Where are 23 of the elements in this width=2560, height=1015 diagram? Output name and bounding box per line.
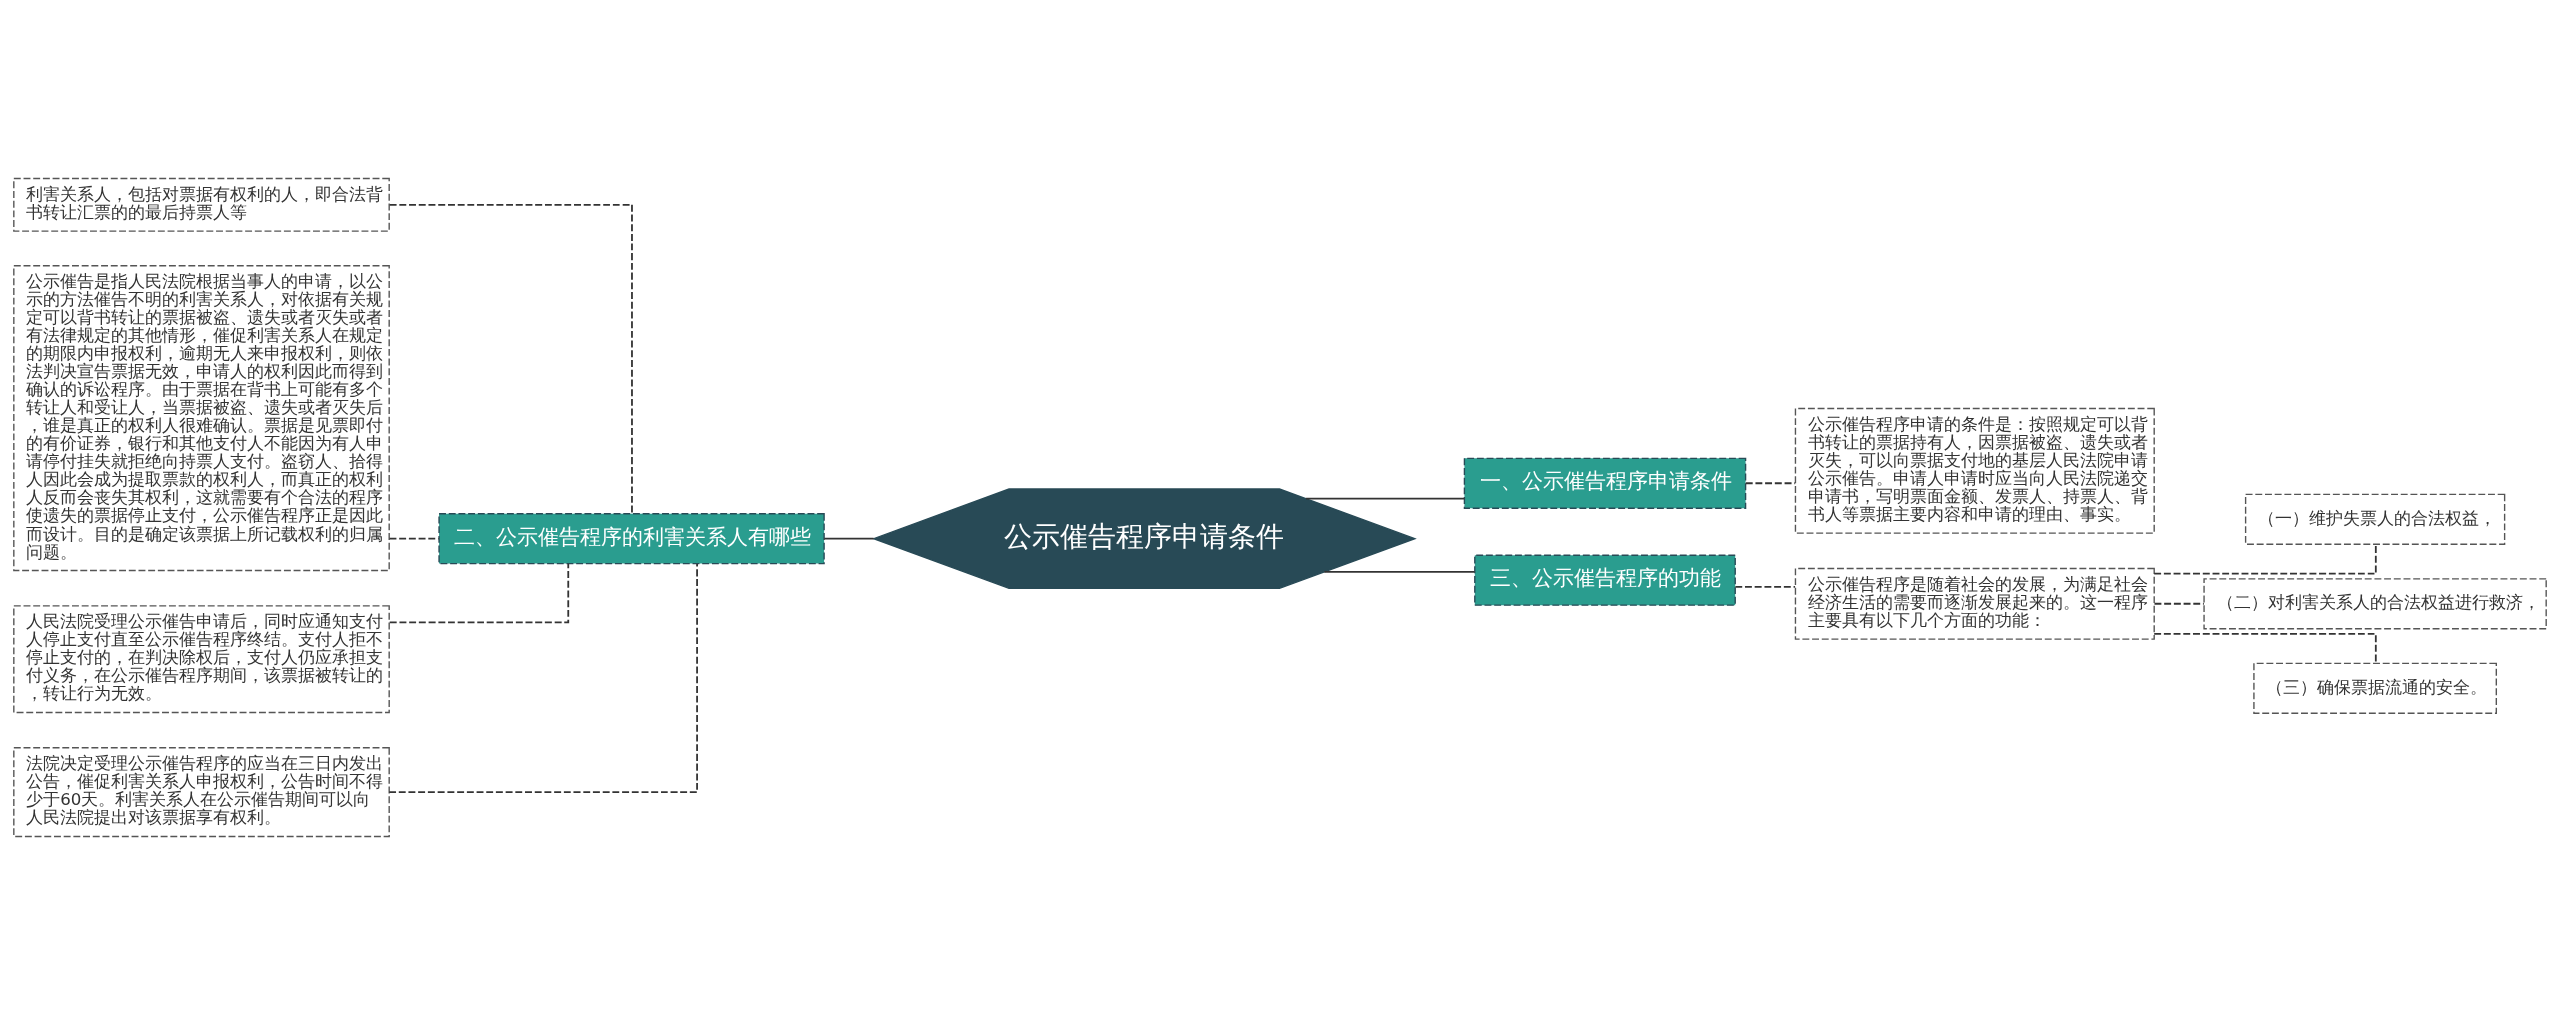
connector [1744,482,1797,485]
node-box: 公示催告程序申请的条件是：按照规定可以背书转让的票据持有人，因票据被盗、遗失或者灭失，可以向票据支付地的基层人民法院申请公示催告。申请人申请时应当向人民法院递交申请书，写明票面金额、发票人、持票人、背书人等票据主要内容和申请的理由、事实。 [1794,407,2155,534]
connector [2153,543,2377,575]
connector [2153,602,2205,605]
connector [388,562,570,624]
node-box: 人民法院受理公示催告申请后，同时应通知支付人停止支付直至公示催告程序终结。支付人拒不停止支付的，在判决除权后，支付人仍应承担支付义务，在公示催告程序期间，该票据被转让的，转让行为无效。 [13,605,390,714]
node-box: 二、公示催告程序的利害关系人有哪些 [438,513,825,565]
node-box: （一）维护失票人的合法权益， [2244,493,2506,545]
connector [823,537,875,540]
connector [388,537,440,540]
connector [1734,585,1796,588]
connector [1323,570,1476,573]
node-box: 法院决定受理公示催告程序的应当在三日内发出公告，催促利害关系人申报权利，公告时间不得少于60天。利害关系人在公示催告期间可以向人民法院提出对该票据享有权利。 [13,747,390,838]
node-box: 一、公示催告程序申请条件 [1463,457,1747,509]
node-box: （二）对利害关系人的合法权益进行救济， [2203,578,2547,630]
node-box: 公示催告程序是随着社会的发展，为满足社会经济生活的需要而逐渐发展起来的。这一程序主要具有以下几个方面的功能： [1794,567,2155,640]
connector [388,563,698,794]
node-box: 利害关系人，包括对票据有权利的人，即合法背书转让汇票的的最后持票人等 [13,177,390,232]
connector [1305,497,1466,500]
connector [388,203,633,515]
node-box: 三、公示催告程序的功能 [1474,554,1736,606]
node-box: （三）确保票据流通的安全。 [2253,662,2497,714]
node-box: 公示催告是指人民法院根据当事人的申请，以公示的方法催告不明的利害关系人，对依据有关规定可以背书转让的票据被盗、遗失或者灭失或者有法律规定的其他情形，催促利害关系人在规定的期限内申报权利，逾期无人来申报权利，则依法判决宣告票据无效，申请人的权利因此而得到确认的诉讼程序。由于票据在背书上可能有多个转让人和受让人，当票据被盗、遗失或者灭失后，谁是真正的权利人很难确认。票据是见票即付的有价证券，银行和其他支付人不能因为有人申请停付挂失就拒绝向持票人支付。盗窃人、拾得人因此会成为提取票款的权利人，而真正的权利人反而会丧失其权利，这就需要有个合法的程序使遗失的票据停止支付，公示催告程序正是因此而设计。目的是确定该票据上所记载权利的归属问题。 [13,265,390,572]
